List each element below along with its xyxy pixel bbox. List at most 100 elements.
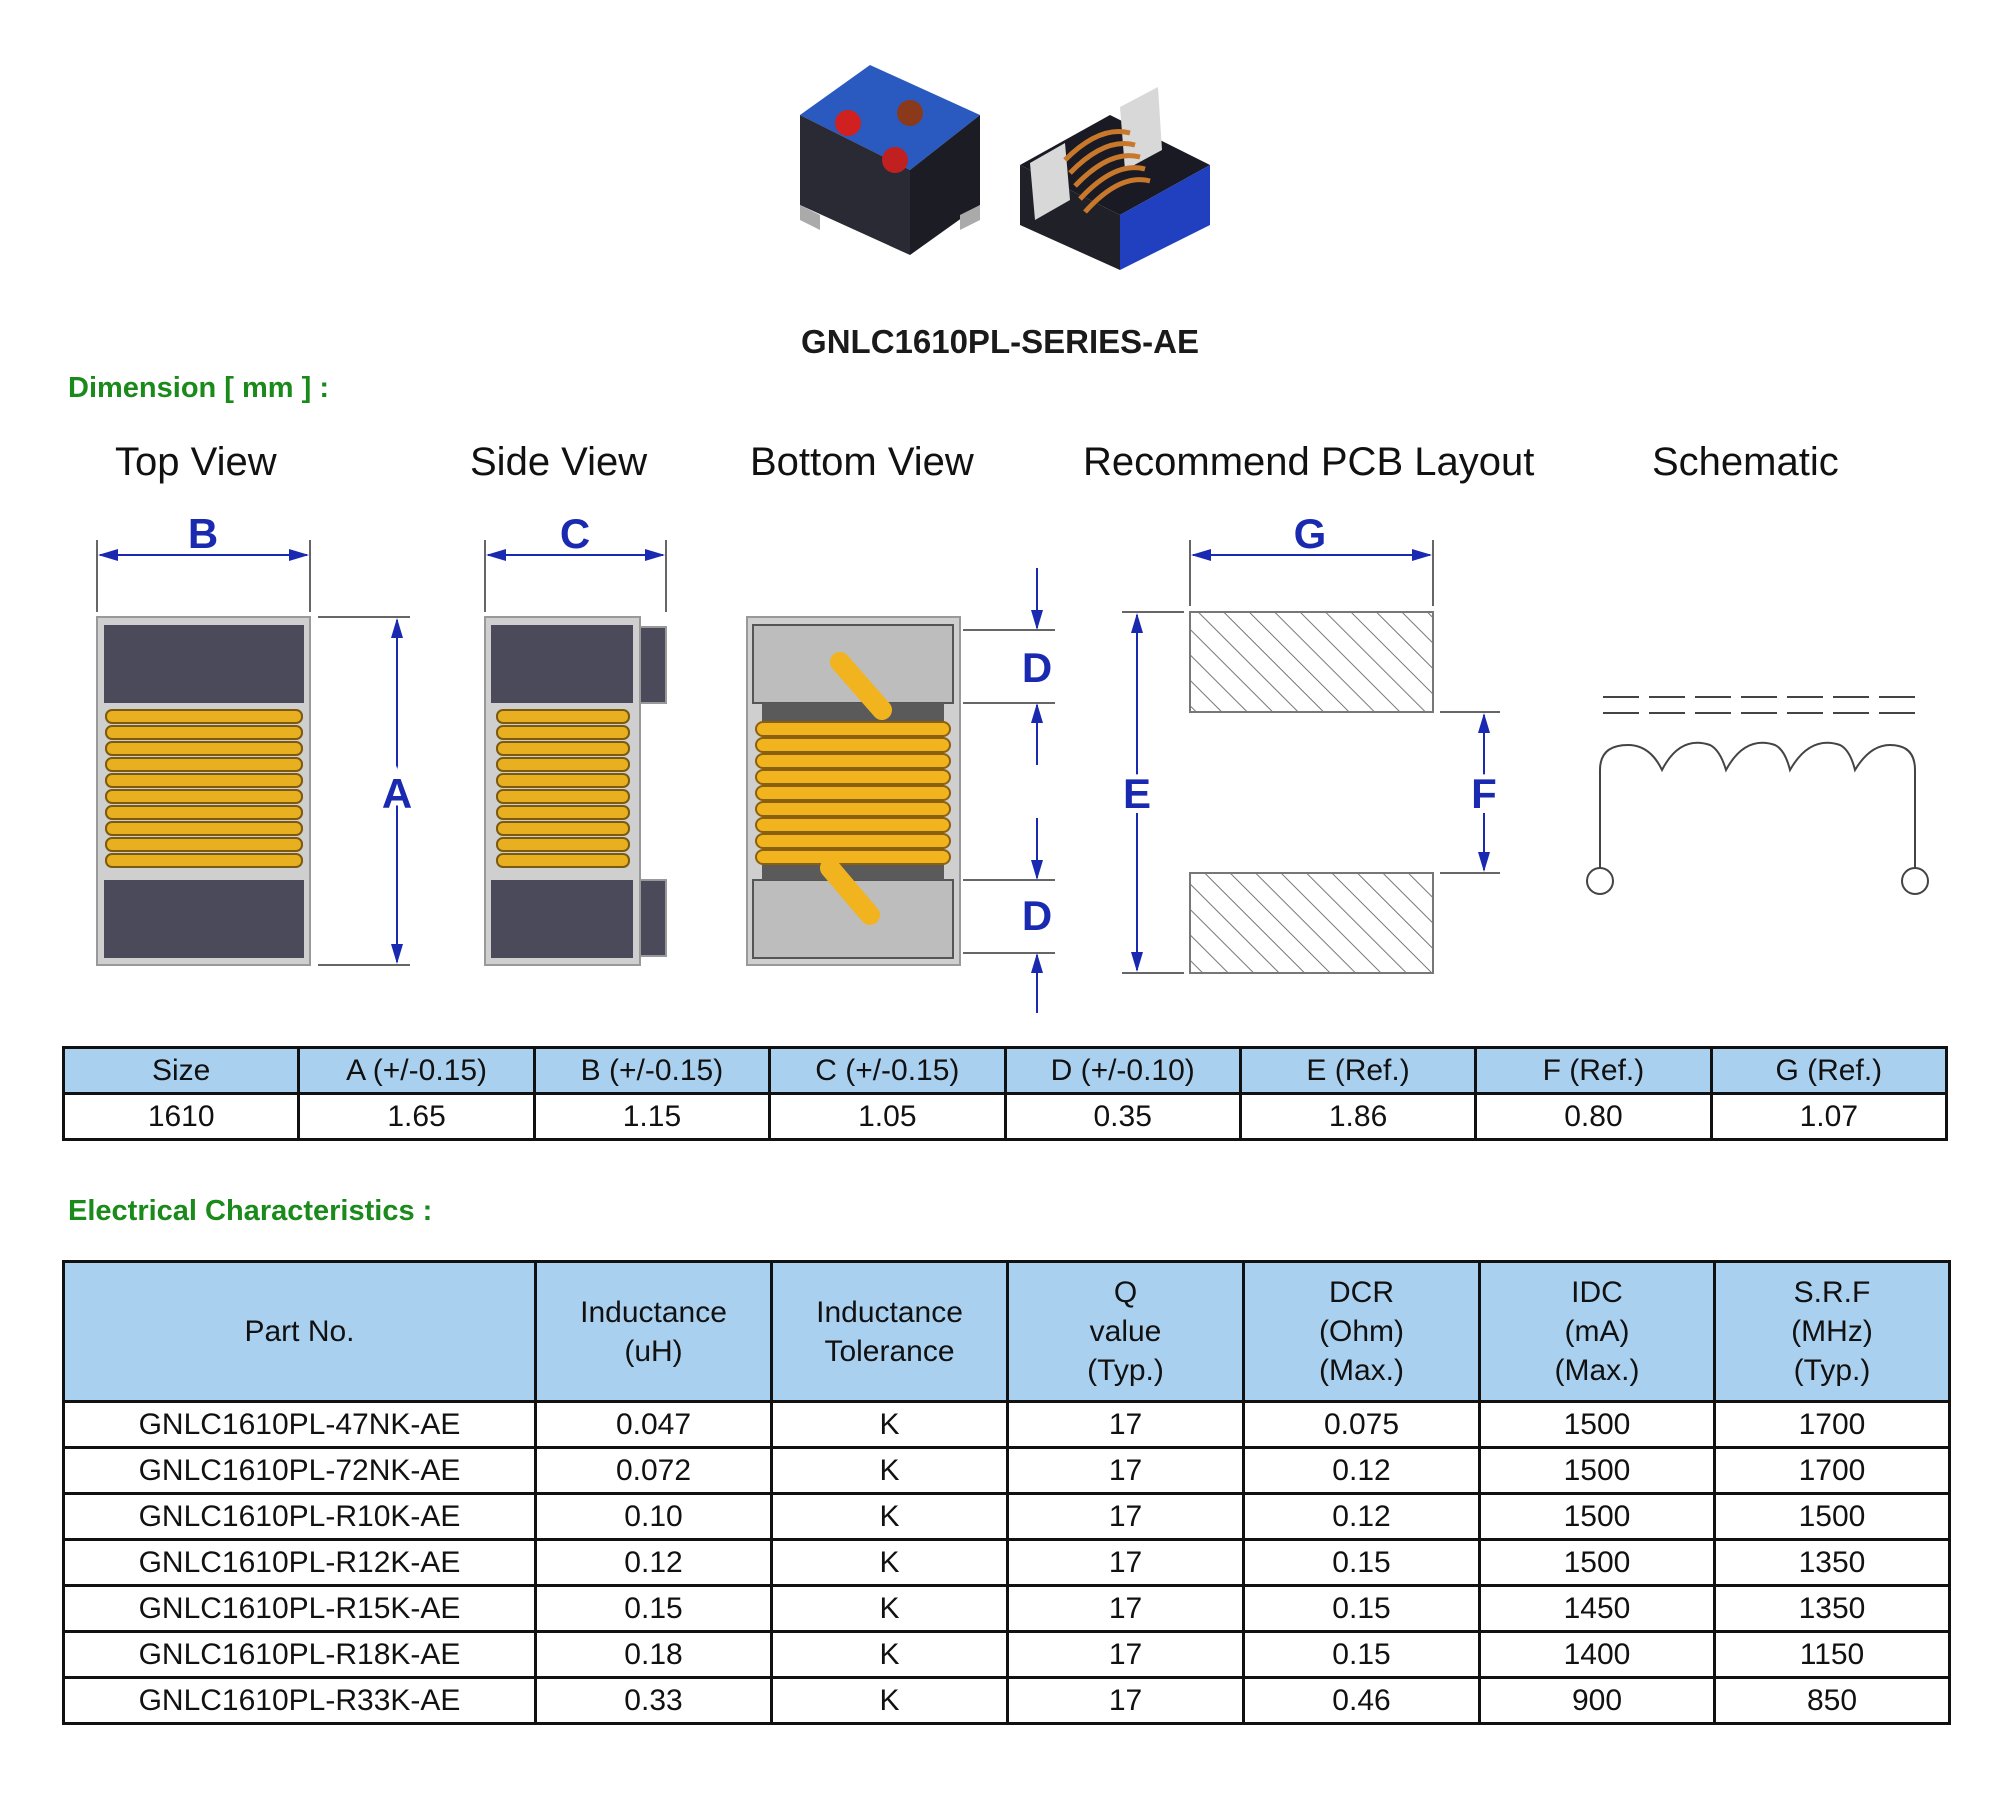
side-view-drawing	[484, 540, 667, 966]
table-cell: 0.12	[1242, 1446, 1481, 1495]
table-cell: 850	[1713, 1676, 1951, 1725]
table-cell: 0.15	[1242, 1538, 1481, 1587]
chip-top-image	[800, 65, 980, 255]
table-cell: 1500	[1478, 1400, 1716, 1449]
top-view-drawing	[96, 540, 410, 966]
schematic-label: Schematic	[1652, 440, 1839, 484]
table-cell: 0.15	[1242, 1584, 1481, 1633]
header-line: DCR	[1329, 1276, 1394, 1309]
header-line: (Typ.)	[1793, 1354, 1871, 1387]
table-cell: 0.10	[534, 1492, 773, 1541]
dimension-heading: Dimension [ mm ] :	[68, 372, 330, 404]
table-cell: 1.07	[1709, 1092, 1949, 1141]
dim-header-f: F (Ref.)	[1474, 1046, 1713, 1095]
dim-header-b: B (+/-0.15)	[532, 1046, 772, 1095]
table-cell: 1.86	[1238, 1092, 1478, 1141]
elec-header-part-no: Part No.	[62, 1260, 537, 1403]
table-cell: 0.18	[534, 1630, 773, 1679]
table-cell: 1610	[61, 1092, 301, 1141]
part-number-cell: GNLC1610PL-R10K-AE	[62, 1492, 537, 1541]
series-title: GNLC1610PL-SERIES-AE	[801, 323, 1199, 360]
table-cell: 0.15	[1242, 1630, 1481, 1679]
electrical-table: Part No. Inductance (uH) Inductance Tole…	[62, 1260, 1951, 1725]
table-cell: K	[770, 1676, 1009, 1725]
dim-letter-f: F	[1471, 770, 1497, 817]
elec-header-idc: IDC (mA) (Max.)	[1478, 1260, 1716, 1403]
electrical-heading: Electrical Characteristics :	[68, 1195, 433, 1227]
table-cell: K	[770, 1446, 1009, 1495]
table-cell: 17	[1006, 1676, 1245, 1725]
table-cell: 1350	[1713, 1584, 1951, 1633]
header-line: Q	[1113, 1276, 1138, 1309]
table-cell: K	[770, 1400, 1009, 1449]
bottom-view-label: Bottom View	[750, 440, 974, 484]
table-cell: 1.15	[532, 1092, 772, 1141]
header-line: (Typ.)	[1087, 1354, 1164, 1387]
table-cell: 17	[1006, 1446, 1245, 1495]
table-cell: 1150	[1713, 1630, 1951, 1679]
header-line: value	[1089, 1315, 1162, 1348]
dim-header-size: Size	[61, 1046, 301, 1095]
product-photo	[800, 65, 1210, 270]
table-cell: 17	[1006, 1538, 1245, 1587]
table-cell: 1500	[1478, 1492, 1716, 1541]
table-cell: 1.65	[297, 1092, 536, 1141]
pcb-layout-drawing	[1122, 540, 1500, 974]
table-cell: 1500	[1713, 1492, 1951, 1541]
electrical-header-row: Part No. Inductance (uH) Inductance Tole…	[62, 1260, 1951, 1403]
table-cell: 0.12	[534, 1538, 773, 1587]
table-cell: 1.05	[768, 1092, 1007, 1141]
table-row: 1610 1.65 1.15 1.05 0.35 1.86 0.80 1.07	[61, 1092, 1949, 1141]
table-cell: 1500	[1478, 1446, 1716, 1495]
part-number-cell: GNLC1610PL-72NK-AE	[62, 1446, 537, 1495]
elec-header-dcr: DCR (Ohm) (Max.)	[1242, 1260, 1481, 1403]
table-cell: K	[770, 1584, 1009, 1633]
dim-header-a: A (+/-0.15)	[297, 1046, 536, 1095]
schematic-drawing	[1586, 696, 1929, 895]
dim-header-d: D (+/-0.10)	[1003, 1046, 1242, 1095]
part-number-cell: GNLC1610PL-R18K-AE	[62, 1630, 537, 1679]
dim-letter-b: B	[188, 510, 218, 557]
table-cell: K	[770, 1538, 1009, 1587]
header-line: Inductance	[580, 1295, 727, 1329]
part-number-cell: GNLC1610PL-R15K-AE	[62, 1584, 537, 1633]
header-line: Tolerance	[824, 1334, 955, 1368]
table-cell: 17	[1006, 1584, 1245, 1633]
dim-letter-d-bottom: D	[1022, 892, 1052, 939]
table-cell: 1700	[1713, 1446, 1951, 1495]
dimension-header-row: Size A (+/-0.15) B (+/-0.15) C (+/-0.15)…	[61, 1046, 1949, 1095]
table-cell: 0.047	[534, 1400, 773, 1449]
dim-header-g: G (Ref.)	[1709, 1046, 1949, 1095]
pcb-layout-label: Recommend PCB Layout	[1083, 440, 1535, 484]
table-cell: 0.33	[534, 1676, 773, 1725]
header-line: Part No.	[244, 1315, 355, 1348]
table-cell: 17	[1006, 1492, 1245, 1541]
table-cell: 17	[1006, 1630, 1245, 1679]
dim-letter-e: E	[1123, 770, 1151, 817]
table-cell: 1400	[1478, 1630, 1716, 1679]
bottom-view-drawing	[746, 568, 1055, 1013]
table-cell: 0.12	[1242, 1492, 1481, 1541]
dim-header-e: E (Ref.)	[1238, 1046, 1478, 1095]
dimension-table: Size A (+/-0.15) B (+/-0.15) C (+/-0.15)…	[61, 1046, 1949, 1141]
header-line: Inductance	[816, 1295, 963, 1329]
part-number-cell: GNLC1610PL-R12K-AE	[62, 1538, 537, 1587]
elec-header-tolerance: Inductance Tolerance	[770, 1260, 1009, 1403]
header-line: S.R.F	[1793, 1276, 1871, 1309]
dim-letter-a: A	[382, 770, 412, 817]
table-cell: 900	[1478, 1676, 1716, 1725]
table-cell: 1500	[1478, 1538, 1716, 1587]
table-cell: 0.15	[534, 1584, 773, 1633]
elec-header-inductance: Inductance (uH)	[534, 1260, 773, 1403]
side-view-label: Side View	[470, 440, 648, 484]
chip-winding-image	[1020, 87, 1210, 270]
header-line: (Max.)	[1319, 1354, 1404, 1387]
dim-letter-d-top: D	[1022, 644, 1052, 691]
table-cell: 0.46	[1242, 1676, 1481, 1725]
